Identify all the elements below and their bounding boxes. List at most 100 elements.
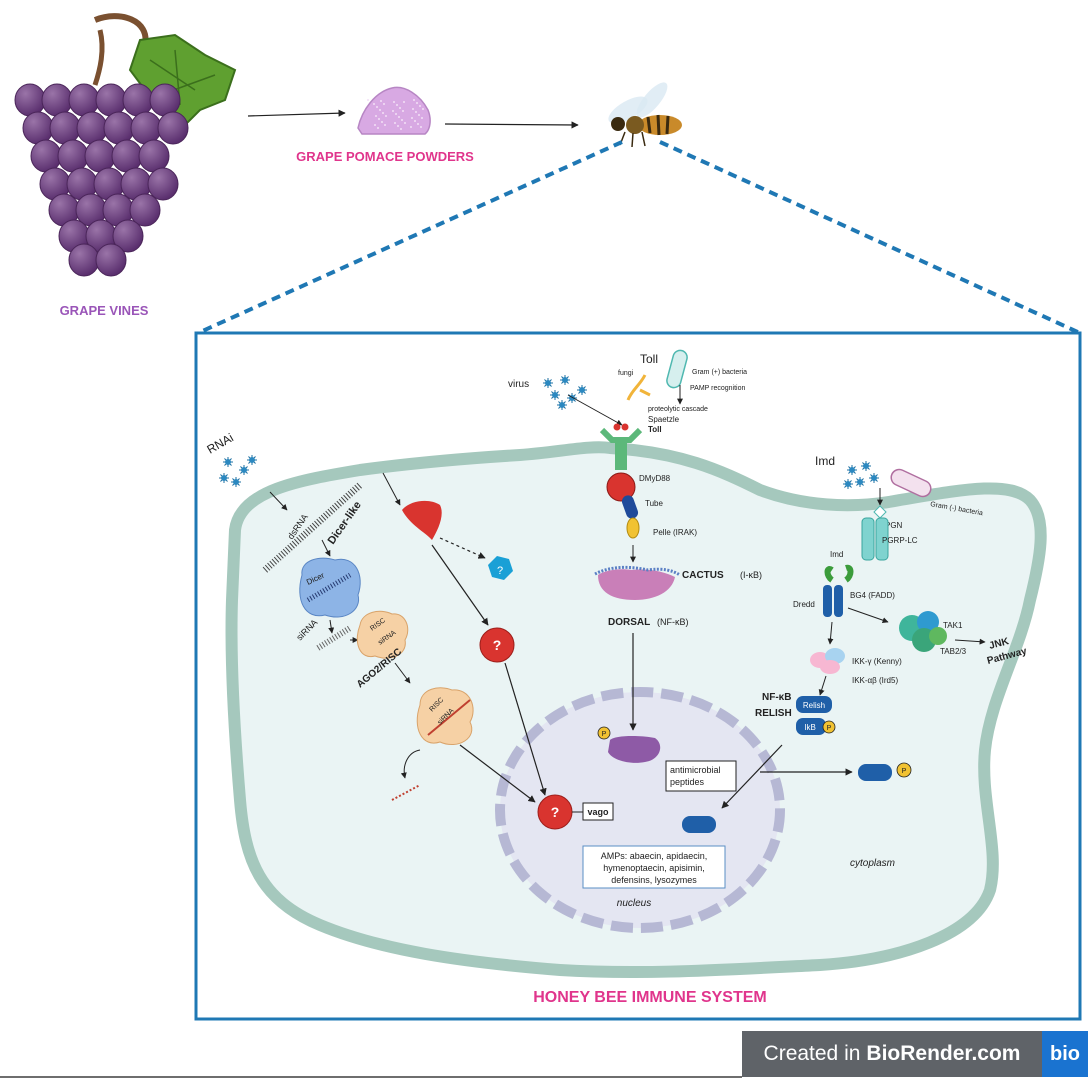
ikb-cytoplasm-phospho-label: P bbox=[902, 768, 907, 775]
powder-speck bbox=[420, 126, 422, 128]
powder-speck bbox=[397, 125, 399, 127]
ikb-cytoplasm-phospho bbox=[896, 762, 912, 778]
virus-particle bbox=[223, 457, 233, 467]
toll-virus-particles bbox=[543, 375, 587, 410]
dorsal-cactus-complex bbox=[598, 569, 675, 600]
pelle-protein bbox=[626, 517, 640, 539]
virus-particle bbox=[861, 461, 871, 471]
grape-berry bbox=[68, 83, 100, 117]
grape-berry bbox=[68, 243, 100, 277]
gram-negative-bacterium bbox=[890, 468, 932, 498]
powder-speck bbox=[383, 103, 385, 105]
spaetzle-ligand-b bbox=[621, 423, 629, 431]
powder-speck bbox=[382, 112, 384, 114]
arrow-to-tak1 bbox=[847, 607, 889, 624]
grape-berry bbox=[49, 111, 81, 145]
arrow-to-cleaved-rna bbox=[400, 749, 421, 779]
arrow-virus-to-dsrna bbox=[269, 491, 288, 511]
unknown-receptor-pathway: ? ? ? vago bbox=[382, 472, 614, 830]
imd-virus-particles bbox=[843, 461, 879, 489]
powder-speck bbox=[374, 124, 376, 126]
grape-berry bbox=[76, 111, 108, 145]
virus-particle bbox=[847, 465, 857, 475]
nucleus-content: antimicrobial peptides AMPs: abaecin, ap… bbox=[582, 760, 737, 889]
grape-berry bbox=[41, 83, 73, 117]
bg4-fadd-b bbox=[834, 585, 843, 617]
powder-speck bbox=[395, 113, 397, 115]
unknown-hexagon bbox=[488, 556, 513, 580]
amps-list-box bbox=[582, 845, 726, 889]
amps-line2: hymenoptaecin, apisimin, bbox=[603, 863, 705, 873]
ago2-risc-complex bbox=[416, 687, 474, 745]
pgrp-lc-receptor-a bbox=[861, 517, 875, 561]
dsrna-helix bbox=[262, 482, 363, 573]
arrow-receptor-to-q1 bbox=[431, 544, 489, 626]
cactus-sub: (I-κB) bbox=[740, 570, 762, 580]
amps-line3: defensins, lysozymes bbox=[611, 875, 697, 885]
pelle-label: Pelle (IRAK) bbox=[653, 528, 697, 537]
spaetzle-ligand-a bbox=[613, 423, 621, 431]
ikb-label: IkB bbox=[804, 723, 816, 732]
powder-speck bbox=[376, 106, 378, 108]
powder-speck bbox=[385, 115, 387, 117]
honey-bee-illustration bbox=[608, 82, 682, 148]
zoom-line-right bbox=[659, 140, 1081, 335]
ikk-ab-label: IKK-αβ (Ird5) bbox=[852, 676, 898, 685]
cascade-label: proteolytic cascade bbox=[648, 406, 708, 413]
pgn-label: PGN bbox=[885, 521, 903, 530]
grape-berry bbox=[147, 167, 179, 201]
ikk-gamma-label: IKK-γ (Kenny) bbox=[852, 657, 902, 666]
arrow-to-relish bbox=[818, 675, 827, 696]
spaetzle-label: Spaetzle bbox=[648, 415, 680, 424]
powder-speck bbox=[399, 107, 401, 109]
virus-particle bbox=[543, 378, 553, 388]
arrow-dicer-to-sirna bbox=[328, 619, 335, 634]
biorender-logo: bio bbox=[1042, 1031, 1088, 1077]
dorsal-phospho-label: P bbox=[602, 731, 607, 738]
relish-protein bbox=[796, 696, 832, 713]
powder-speck bbox=[403, 101, 405, 103]
powder-speck bbox=[398, 116, 400, 118]
biorender-footer: Created in BioRender.com bbox=[742, 1031, 1042, 1077]
powder-speck bbox=[415, 111, 417, 113]
virus-particle bbox=[577, 385, 587, 395]
amps-line1: AMPs: abaecin, apidaecin, bbox=[601, 851, 708, 861]
risc-complex bbox=[356, 610, 409, 659]
vago-box bbox=[582, 802, 614, 821]
virus-label: virus bbox=[508, 379, 529, 390]
powder-speck bbox=[412, 108, 414, 110]
tak1-label: TAK1 bbox=[943, 621, 963, 630]
grape-pomace-label: GRAPE POMACE POWDERS bbox=[296, 149, 474, 164]
virus-particle bbox=[239, 465, 249, 475]
arrow-ago2-to-nucleus-q bbox=[459, 744, 536, 803]
grape-berry bbox=[122, 83, 154, 117]
toll-receptor bbox=[599, 427, 643, 470]
virus-particle bbox=[219, 473, 229, 483]
virus-particle bbox=[560, 375, 570, 385]
powder-speck bbox=[419, 105, 421, 107]
tube-protein bbox=[621, 495, 639, 519]
powder-speck bbox=[402, 110, 404, 112]
powder-speckles bbox=[367, 99, 424, 130]
virus-particle bbox=[843, 479, 853, 489]
relish-nuclear bbox=[682, 816, 716, 833]
toll-title: Toll bbox=[640, 352, 658, 366]
powder-speck bbox=[400, 128, 402, 130]
imd-protein-label: Imd bbox=[830, 550, 843, 559]
zoom-line-left bbox=[197, 140, 623, 335]
powder-speck bbox=[384, 124, 386, 126]
sirna-duplex bbox=[316, 625, 352, 651]
grape-berry bbox=[112, 219, 144, 253]
virus-particle bbox=[550, 390, 560, 400]
arrow-relish-to-nucleus bbox=[721, 744, 783, 809]
powder-speck bbox=[381, 121, 383, 123]
fungi-label: fungi bbox=[618, 370, 634, 377]
ikb-phospho-label: P bbox=[827, 725, 832, 732]
powder-speck bbox=[404, 122, 406, 124]
grape-berry bbox=[157, 111, 189, 145]
virus-particle bbox=[247, 455, 257, 465]
unknown-hex-q: ? bbox=[497, 565, 503, 577]
powder-speck bbox=[418, 114, 420, 116]
ikb-protein bbox=[796, 718, 826, 735]
